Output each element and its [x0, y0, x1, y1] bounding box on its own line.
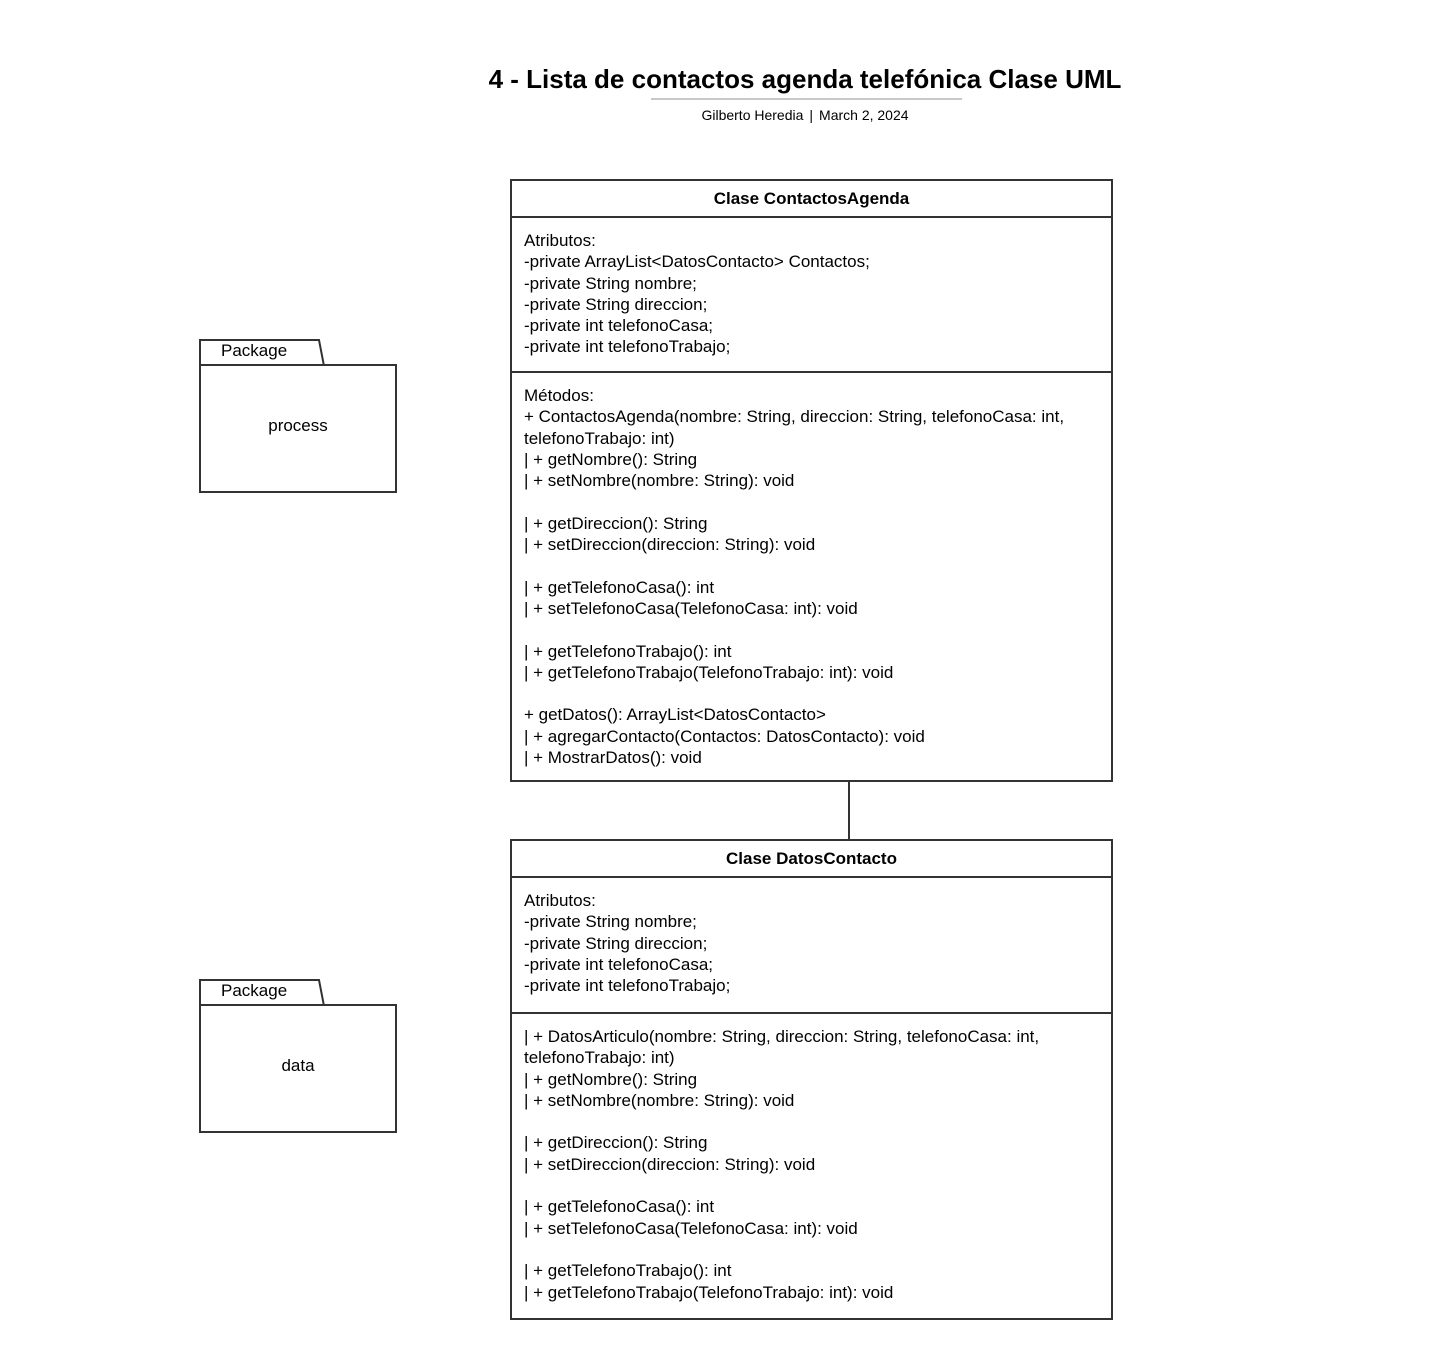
package-tab-shape: [199, 339, 325, 367]
class-attributes: Atributos: -private String nombre; -priv…: [512, 878, 1111, 1014]
class-box-contactos-agenda[interactable]: Clase ContactosAgenda Atributos: -privat…: [510, 179, 1113, 782]
package-tab-label: Package: [221, 981, 288, 1000]
package-name: process: [268, 416, 328, 435]
class-box-datos-contacto[interactable]: Clase DatosContacto Atributos: -private …: [510, 839, 1113, 1320]
diagram-title: 4 - Lista de contactos agenda telefónica…: [488, 64, 1122, 94]
package-name: data: [281, 1056, 315, 1075]
package-tab-label: Package: [221, 341, 288, 360]
package-process[interactable]: Package process: [199, 339, 397, 494]
author-name: Gilberto Heredia: [701, 107, 804, 123]
class-methods: Métodos: + ContactosAgenda(nombre: Strin…: [524, 386, 1065, 768]
class-attributes: Atributos: -private ArrayList<DatosConta…: [512, 218, 1111, 373]
class-name: Clase DatosContacto: [512, 841, 1111, 878]
byline: Gilberto Heredia | March 2, 2024: [500, 106, 1110, 124]
package-data[interactable]: Package data: [199, 979, 397, 1134]
package-body: process: [199, 364, 397, 493]
title-divider: [651, 98, 962, 100]
byline-separator: |: [809, 107, 814, 123]
document-date: March 2, 2024: [819, 107, 909, 123]
package-tab: Package: [199, 339, 325, 367]
class-name: Clase ContactosAgenda: [512, 181, 1111, 218]
package-tab: Package: [199, 979, 325, 1007]
association-line: [848, 781, 850, 840]
package-body: data: [199, 1004, 397, 1133]
package-tab-shape: [199, 979, 325, 1007]
class-methods: | + DatosArticulo(nombre: String, direcc…: [524, 1027, 1040, 1302]
